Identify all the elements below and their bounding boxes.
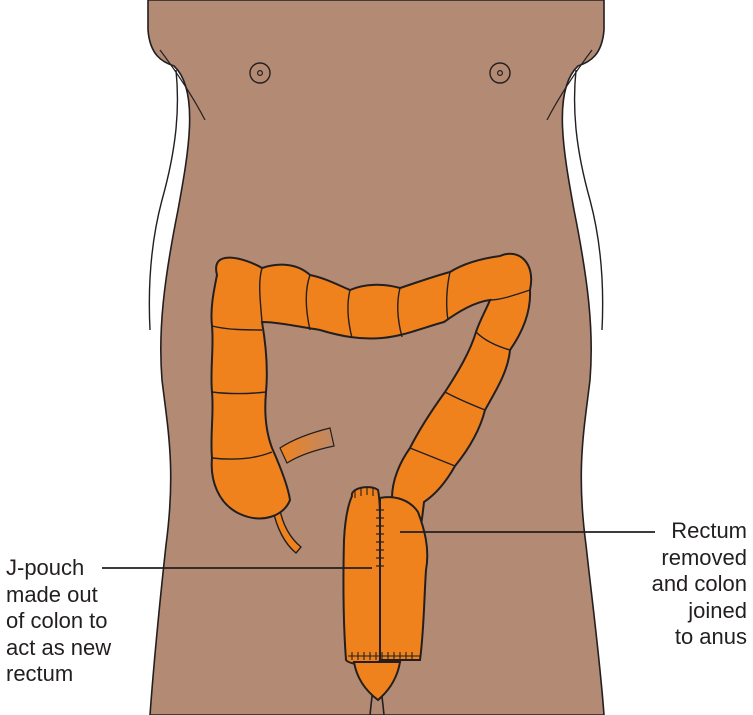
rectum-removed-label-line-1: Rectum	[652, 518, 747, 545]
j-pouch	[343, 487, 380, 664]
rectum-removed-label-line-3: and colon	[652, 571, 747, 598]
j-pouch-label-line-3: of colon to	[6, 608, 111, 635]
joined-colon	[380, 497, 427, 660]
rectum-removed-label-line-2: removed	[652, 545, 747, 572]
j-pouch-label-line-4: act as new	[6, 635, 111, 662]
j-pouch-label-line-1: J-pouch	[6, 555, 111, 582]
rectum-removed-label: Rectum removed and colon joined to anus	[652, 518, 747, 651]
j-pouch-label-line-2: made out	[6, 582, 111, 609]
rectum-removed-label-line-4: joined	[652, 598, 747, 625]
j-pouch-label: J-pouch made out of colon to act as new …	[6, 555, 111, 688]
j-pouch-label-line-5: rectum	[6, 661, 111, 688]
rectum-removed-label-line-5: to anus	[652, 624, 747, 651]
